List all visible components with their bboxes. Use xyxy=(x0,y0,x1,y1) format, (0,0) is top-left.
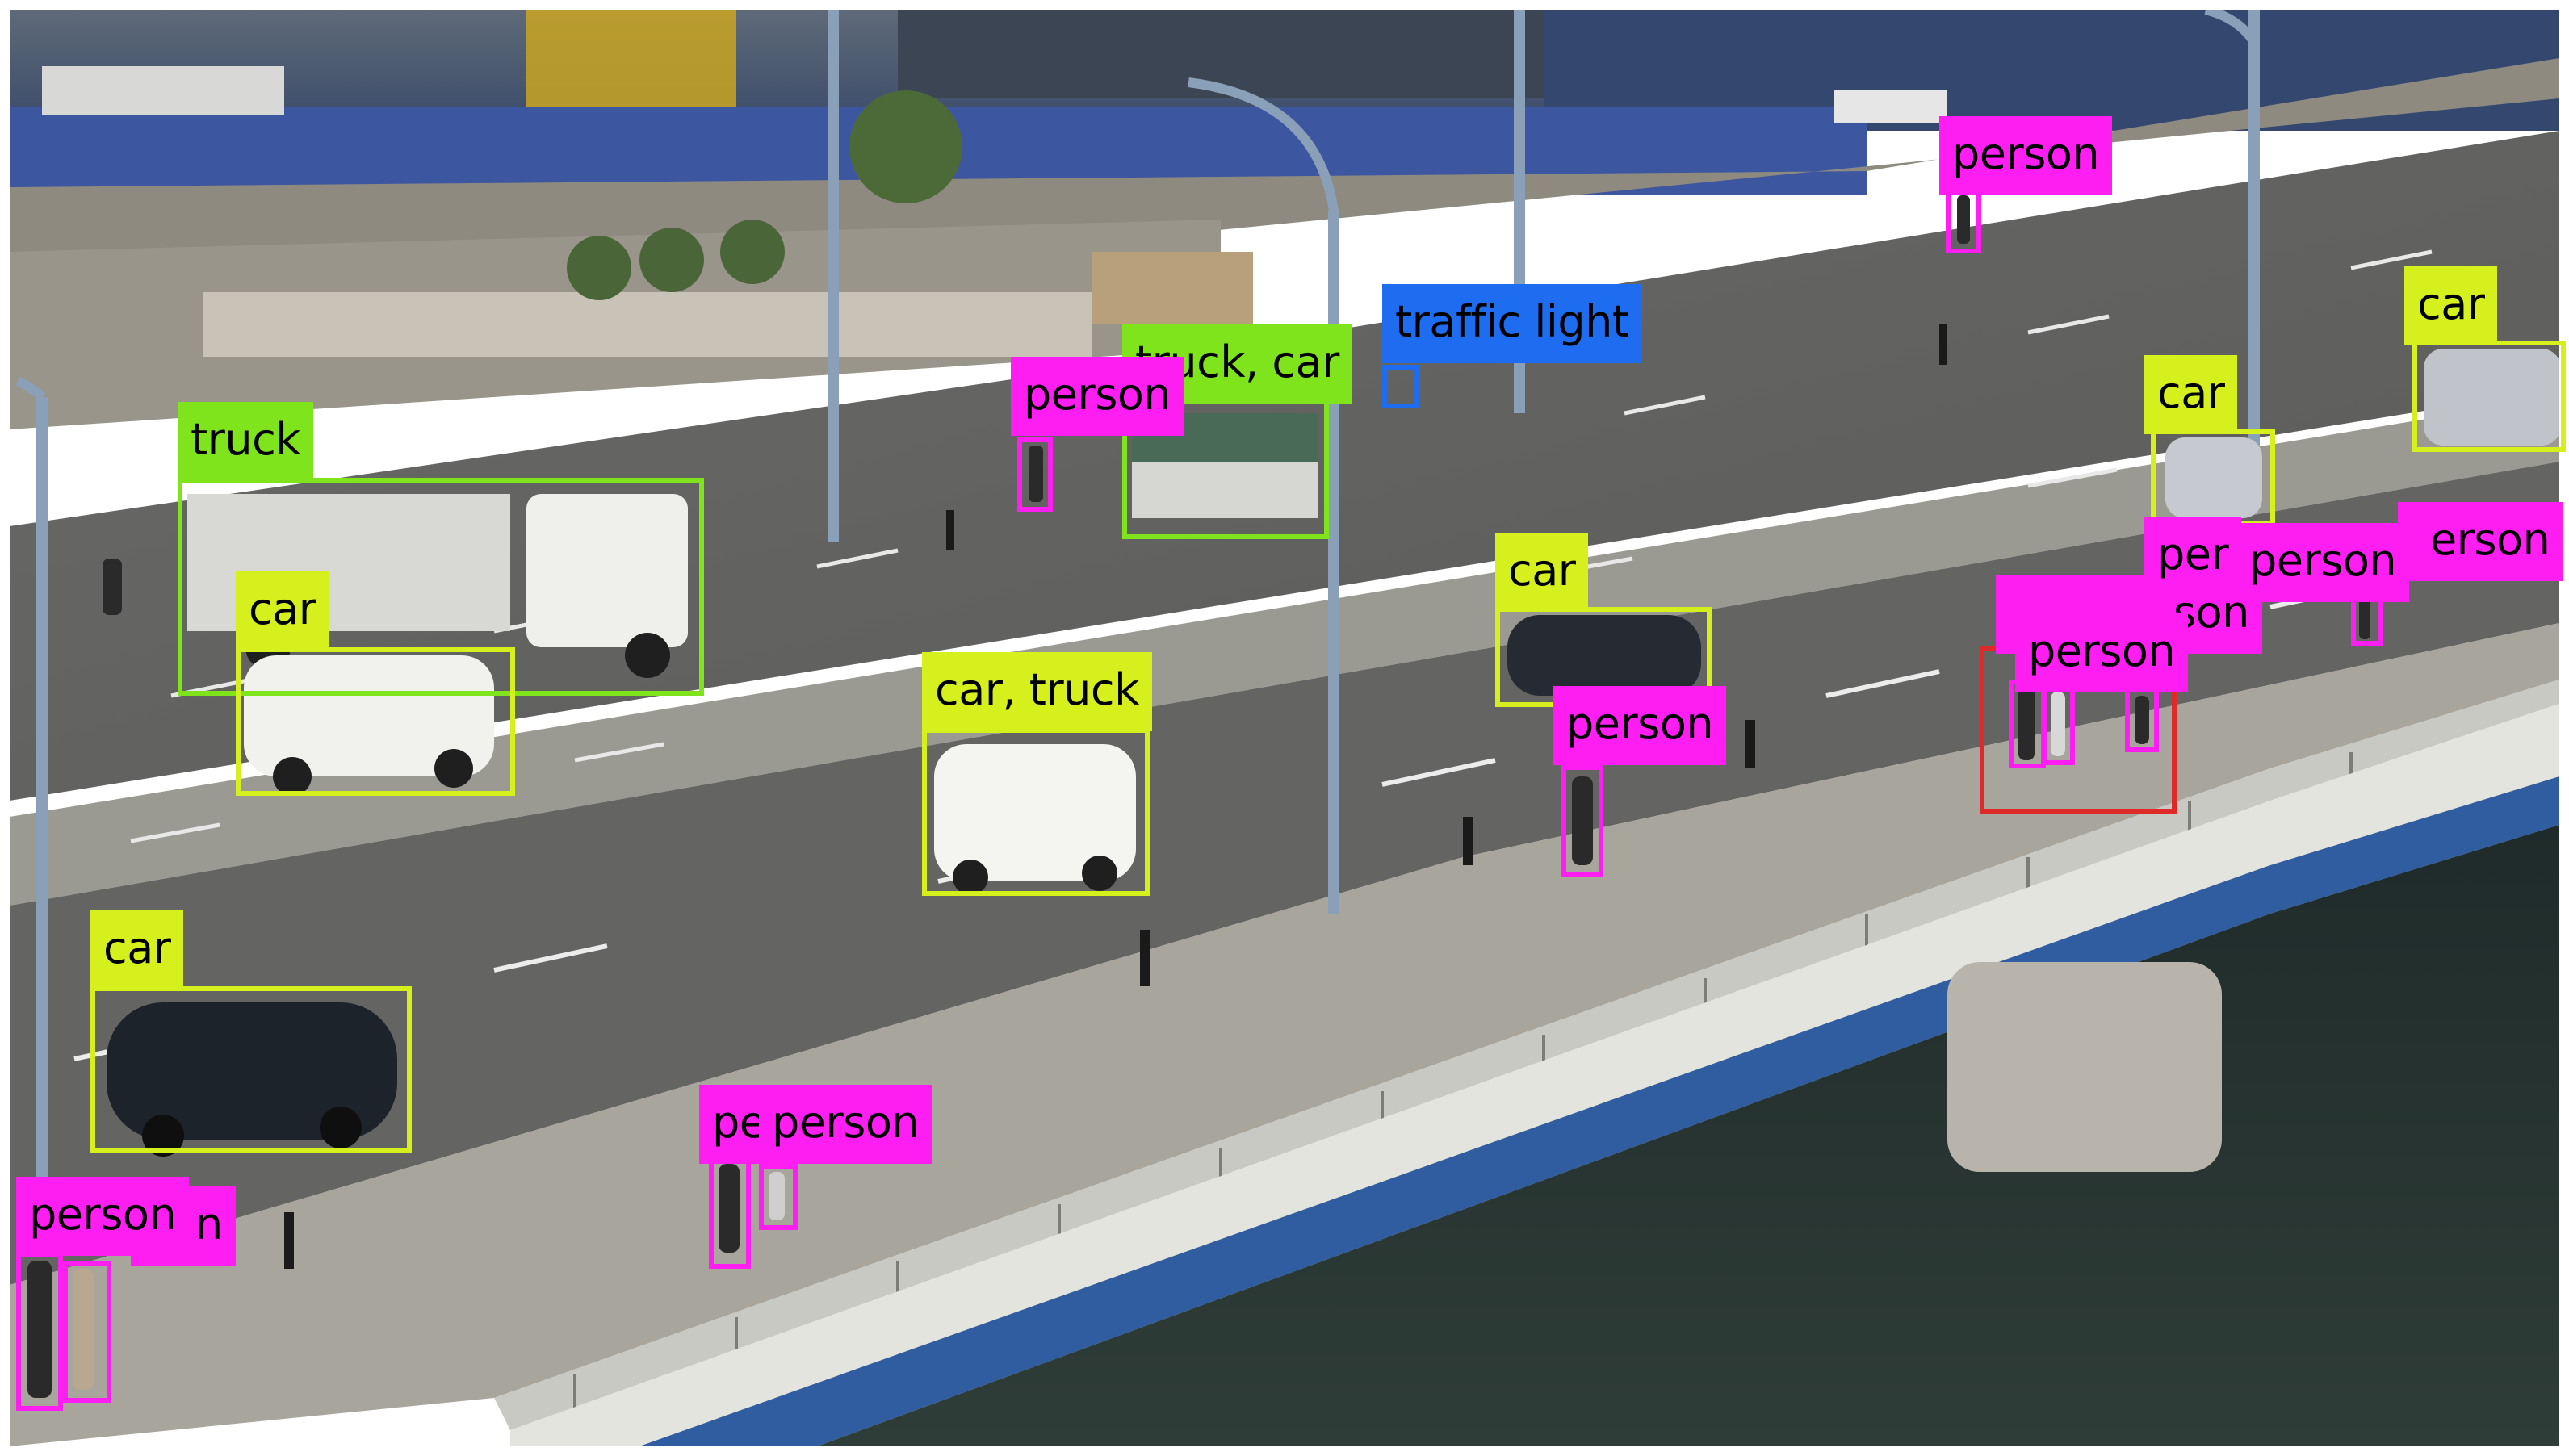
car-label: car xyxy=(2144,355,2238,434)
car-bounding-box xyxy=(2151,429,2275,526)
traffic-light-label: traffic light xyxy=(1382,284,1642,363)
truck-bounding-box xyxy=(178,478,704,696)
person-bounding-box xyxy=(63,1261,111,1403)
person-label: person xyxy=(1939,116,2113,195)
car-bounding-box xyxy=(236,647,515,796)
person-bounding-box xyxy=(1017,437,1053,512)
traffic-light-bounding-box xyxy=(1382,365,1419,408)
car-truck-bounding-box xyxy=(922,728,1150,896)
car-label: car xyxy=(90,910,184,989)
car-label: car xyxy=(1495,533,1589,612)
person-bounding-box xyxy=(1561,765,1603,877)
car-label: car xyxy=(2404,266,2498,345)
car-bounding-box xyxy=(2412,341,2566,452)
person-label: person xyxy=(2236,523,2410,602)
person-label: person xyxy=(1011,357,1184,436)
person-bounding-box xyxy=(16,1253,63,1411)
car-truck-label: car, truck xyxy=(922,652,1152,731)
car-bounding-box xyxy=(90,986,412,1153)
truck-label: truck xyxy=(178,402,314,481)
person-bounding-box xyxy=(709,1156,751,1269)
person-label-truncated: erson xyxy=(2398,502,2563,581)
street-photo: truck car car, truck car truck, car pers… xyxy=(10,10,2566,1446)
person-bounding-box xyxy=(759,1164,798,1230)
person-label: person xyxy=(2015,613,2189,692)
person-label: person xyxy=(1553,686,1727,765)
car-label: car xyxy=(236,571,329,651)
person-bounding-box xyxy=(1946,190,1981,253)
person-label-truncated: per xyxy=(2144,517,2242,596)
person-label: person xyxy=(16,1177,190,1256)
person-label: person xyxy=(759,1085,932,1164)
bridge-highway-scene xyxy=(10,10,2559,1446)
